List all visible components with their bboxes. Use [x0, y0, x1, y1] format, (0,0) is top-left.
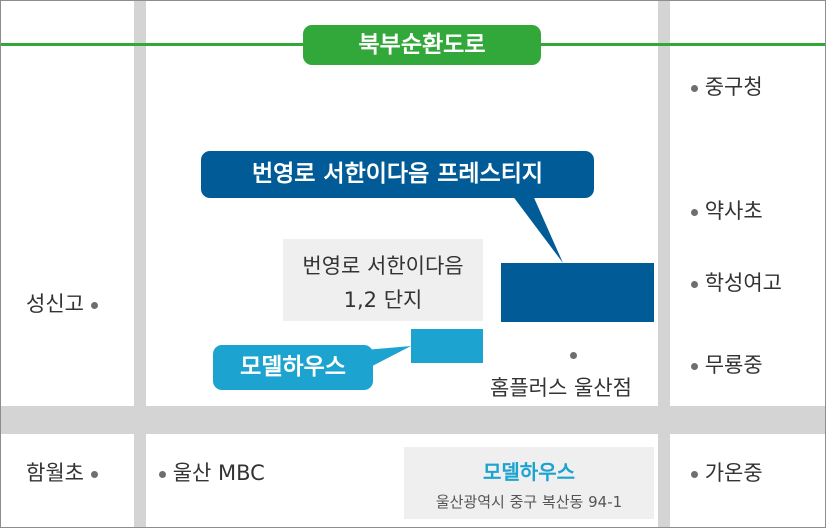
landmark-dot [691, 280, 698, 288]
model-house-label: 모델하우스 [213, 345, 373, 390]
existing-complex-line2: 1,2 단지 [343, 288, 423, 312]
site-block [501, 263, 654, 322]
landmark-label: 학성여고 [704, 271, 782, 295]
landmark-dot [691, 208, 698, 216]
landmark-muryong-middle: 무룡중 [691, 349, 763, 379]
landmark-label: 성신고 [26, 292, 84, 316]
ring-road-label: 북부순환도로 [303, 25, 541, 65]
road-vertical-left [134, 1, 146, 527]
road-vertical-right [658, 1, 670, 527]
landmark-label: 중구청 [704, 75, 763, 99]
landmark-label: 가온중 [704, 461, 763, 485]
landmark-dot [90, 301, 98, 309]
landmark-hamwol-elem: 함월초 [26, 457, 98, 487]
existing-complex-box: 번영로 서한이다음 1,2 단지 [283, 239, 483, 321]
landmark-dot [691, 362, 698, 370]
landmark-haksung-girls: 학성여고 [691, 267, 782, 297]
landmark-seongsin-high: 성신고 [26, 288, 98, 318]
road-horizontal-main [1, 406, 825, 434]
landmark-label: 약사초 [704, 199, 763, 223]
model-house-block [411, 329, 483, 363]
model-house-label-pointer [353, 346, 411, 376]
site-label-pointer [509, 191, 563, 263]
landmark-gaon-middle: 가온중 [691, 457, 763, 487]
address-box-address: 울산광역시 중구 복산동 94-1 [435, 493, 623, 511]
landmark-label: 무룡중 [704, 353, 763, 377]
landmark-jungu-office: 중구청 [691, 71, 763, 101]
landmark-label: 울산 MBC [172, 461, 265, 485]
site-label: 번영로 서한이다음 프레스티지 [201, 151, 594, 198]
landmark-dot [691, 84, 698, 92]
homeplus-dot [570, 352, 577, 359]
address-box-title: 모델하우스 [483, 460, 575, 484]
landmark-dot [691, 470, 698, 478]
landmark-dot [159, 470, 166, 478]
model-house-address-box: 모델하우스 울산광역시 중구 복산동 94-1 [404, 447, 654, 519]
landmark-dot [90, 470, 98, 478]
landmark-ulsan-mbc: 울산 MBC [159, 457, 265, 487]
existing-complex-line1: 번영로 서한이다음 [302, 254, 464, 278]
landmark-label: 함월초 [26, 461, 84, 485]
landmark-homeplus: 홈플러스 울산점 [490, 376, 632, 400]
landmark-yaksa-elem: 약사초 [691, 195, 763, 225]
